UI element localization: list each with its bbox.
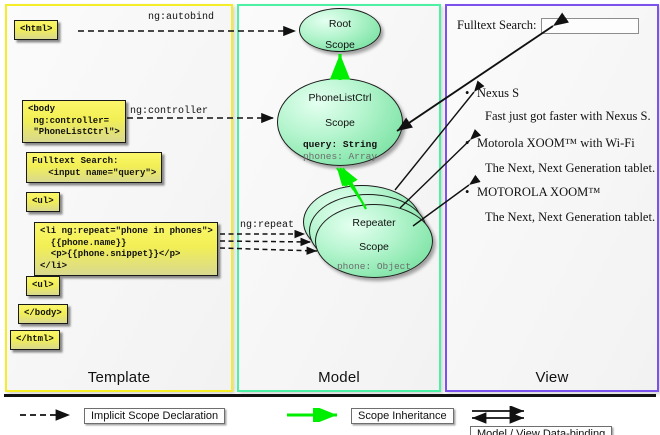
code-box-li-repeat: <li ng:repeat="phone in phones"> {{phone…	[34, 222, 218, 276]
view-list-item-name: • Motorola XOOM™ with Wi-Fi	[465, 136, 635, 151]
scope-ctrl-prop-query: query: String	[302, 139, 378, 150]
code-box-search-input: Fulltext Search: <input name="query">	[26, 152, 163, 183]
view-item-0-name: Nexus S	[477, 86, 520, 100]
scope-repeater-prop-phone: phone: Object	[336, 261, 412, 272]
connector-label-ng-repeat: ng:repeat	[240, 220, 295, 231]
scope-ctrl-title-line1: PhoneListCtrl	[308, 92, 372, 104]
code-box-ul-open: <ul>	[26, 192, 60, 212]
dashed-arrow-icon	[20, 409, 70, 421]
view-search-row: Fulltext Search:	[457, 18, 639, 35]
connector-label-ng-autobind: ng:autobind	[148, 12, 215, 23]
scope-ctrl-props: query: String phones: Array	[278, 129, 402, 163]
view-item-0-snippet: Fast just got faster with Nexus S.	[485, 109, 651, 123]
scope-root-title-line2: Scope	[325, 39, 355, 51]
code-box-html-close: </html>	[10, 330, 60, 350]
legend-label-scope-inheritance: Scope Inheritance	[351, 408, 454, 424]
view-search-label: Fulltext Search:	[457, 18, 537, 32]
view-list-item-name: • MOTOROLA XOOM™	[465, 185, 601, 200]
code-box-body-close: </body>	[18, 304, 68, 324]
legend-label-implicit-scope: Implicit Scope Declaration	[84, 408, 226, 424]
legend-item-implicit-scope: Implicit Scope Declaration	[18, 406, 226, 424]
column-label-view: View	[535, 369, 569, 386]
scope-ctrl-prop-phones: phones: Array	[302, 151, 378, 162]
scope-repeater: Repeater Scope phone: Object	[315, 204, 433, 278]
column-label-model: Model	[318, 369, 360, 386]
connector-label-ng-controller: ng:controller	[130, 106, 209, 117]
scope-repeater-props: phone: Object	[316, 253, 432, 273]
scope-repeater-title-line2: Scope	[359, 241, 389, 253]
bullet-icon: •	[465, 136, 470, 150]
view-rendered-app: Fulltext Search: • Nexus S Fast just got…	[453, 10, 655, 350]
view-list-item-name: • Nexus S	[465, 86, 520, 101]
scope-root: Root Scope	[299, 8, 381, 52]
view-item-1-snippet: The Next, Next Generation tablet.	[485, 161, 656, 175]
code-box-html: <html>	[14, 20, 59, 40]
legend-label-data-binding: Model / View Data-binding	[470, 426, 613, 435]
view-item-2-name: MOTOROLA XOOM™	[477, 185, 601, 199]
legend-item-scope-inheritance: Scope Inheritance	[285, 406, 454, 424]
bullet-icon: •	[465, 185, 470, 199]
legend-item-data-binding: Model / View Data-binding	[470, 406, 660, 435]
column-label-template: Template	[87, 369, 151, 386]
legend-divider	[4, 394, 656, 397]
view-search-input[interactable]	[540, 18, 639, 35]
code-box-body: <body ng:controller= "PhoneListCtrl">	[22, 100, 126, 143]
bullet-icon: •	[465, 86, 470, 100]
scope-ctrl-title-line2: Scope	[325, 117, 355, 129]
scope-phonelistctrl: PhoneListCtrl Scope query: String phones…	[277, 78, 403, 166]
double-arrow-icon	[472, 406, 524, 424]
view-item-2-snippet: The Next, Next Generation tablet.	[485, 210, 656, 224]
legend: Implicit Scope Declaration Scope Inherit…	[0, 394, 660, 435]
green-arrow-icon	[287, 407, 337, 422]
scope-root-title-line1: Root	[328, 18, 352, 30]
code-box-ul-close: <ul>	[26, 276, 60, 296]
view-item-1-name: Motorola XOOM™ with Wi-Fi	[477, 136, 635, 150]
scope-repeater-title-line1: Repeater	[352, 217, 396, 229]
